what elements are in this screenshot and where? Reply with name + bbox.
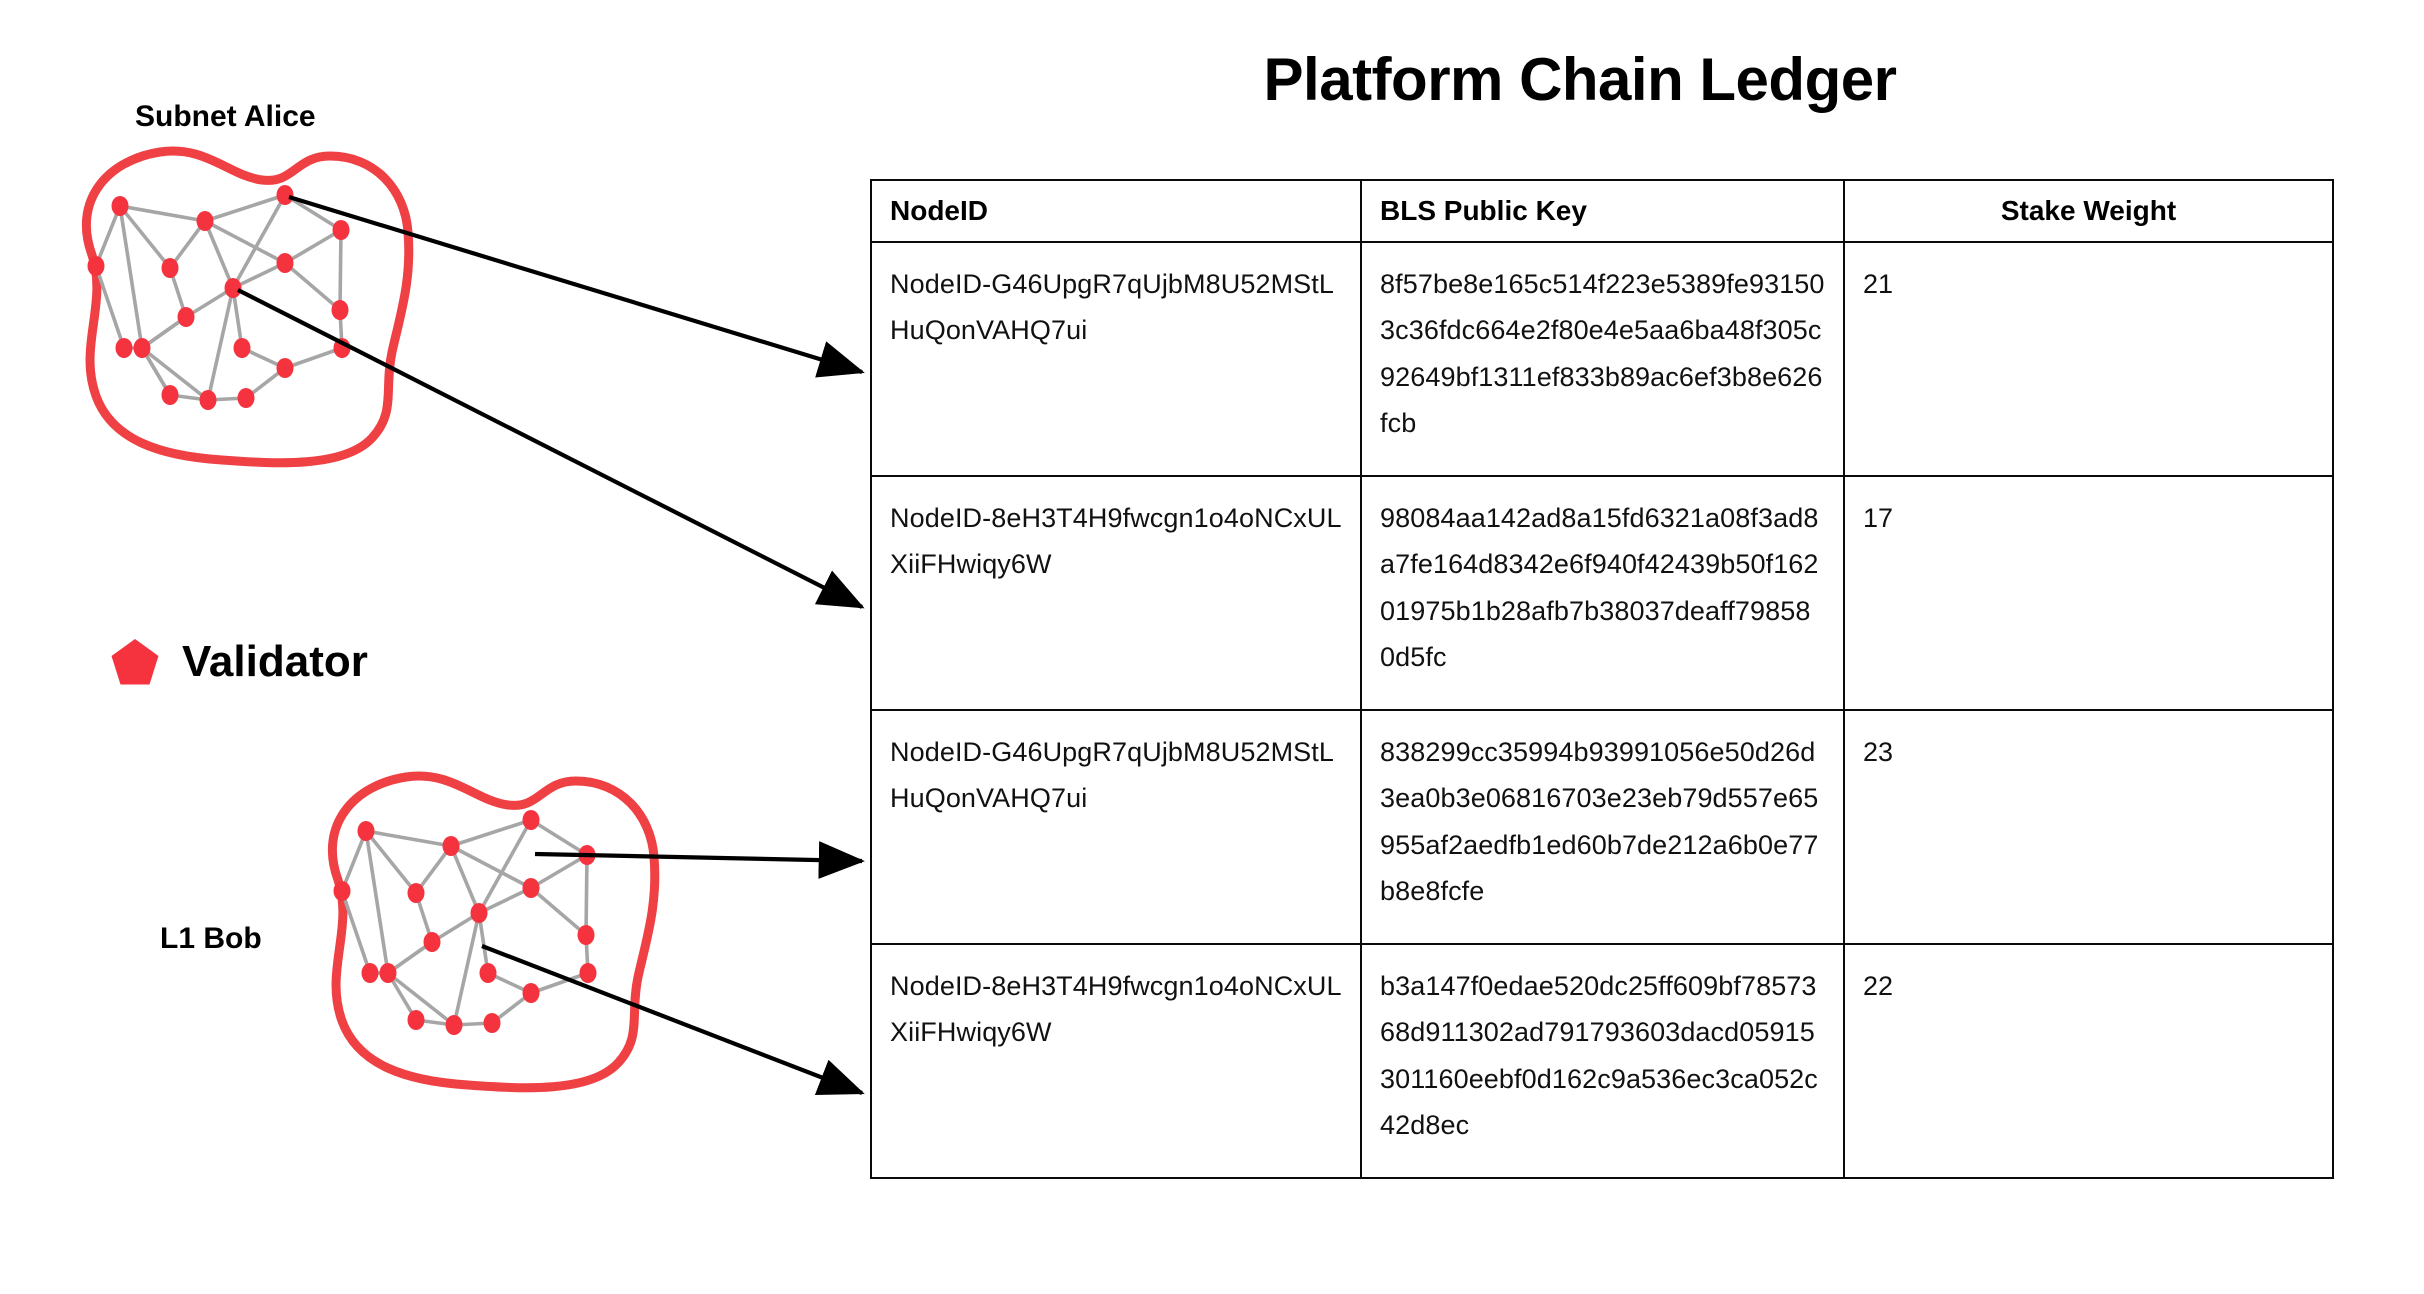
arrow-subnet-alice-to-row-1 [288,194,865,378]
table-row: NodeID-G46UpgR7qUjbM8U52MStLHuQonVAHQ7ui… [870,241,2334,477]
validator-node [233,338,251,358]
l1-bob-nodes [333,810,597,1035]
ledger-arrows [237,194,865,1096]
validator-node [276,358,294,378]
l1-bob-outline [328,771,660,1093]
validator-node [237,388,255,408]
validator-node [577,925,595,945]
validator-node [111,196,129,216]
subnet-alice-outline [82,146,414,468]
validator-node [423,932,441,952]
column-header-bls-public-key: BLS Public Key [1360,179,1845,243]
arrow-subnet-alice-to-row-2 [237,288,865,609]
l1-bob-edges [340,818,590,1027]
arrow-l1-bob-to-row-3 [534,841,865,879]
validator-node [442,836,460,856]
validator-node [407,883,425,903]
arrow-l1-bob-to-row-4 [481,944,865,1096]
l1-bob-label: L1 Bob [160,922,262,955]
cell-nodeid: NodeID-8eH3T4H9fwcgn1o4oNCxULXiiFHwiqy6W [870,475,1362,711]
validator-legend: Validator [110,637,368,687]
subnet-alice-edges [94,193,344,402]
validator-node [276,253,294,273]
column-header-stake-weight: Stake Weight [1843,179,2334,243]
validator-node [479,963,497,983]
platform-chain-ledger-table: NodeID BLS Public Key Stake Weight NodeI… [870,179,2334,1179]
page-title: Platform Chain Ledger [1263,46,1897,113]
cell-bls-public-key: 98084aa142ad8a15fd6321a08f3ad8a7fe164d83… [1360,475,1845,711]
validator-node [379,963,397,983]
cell-stake-weight: 17 [1843,475,2334,711]
cell-stake-weight: 21 [1843,241,2334,477]
validator-node [522,878,540,898]
validator-node [331,300,349,320]
subnet-alice-label: Subnet Alice [135,100,316,133]
validator-node [579,963,597,983]
validator-legend-label: Validator [182,637,368,686]
validator-node [115,338,133,358]
validator-node [133,338,151,358]
validator-node [199,390,217,410]
validator-node [161,385,179,405]
validator-node [357,821,375,841]
validator-node [407,1010,425,1030]
validator-node [522,810,540,830]
validator-node [445,1015,463,1035]
l1-bob-group [328,771,660,1093]
cell-bls-public-key: b3a147f0edae520dc25ff609bf7857368d911302… [1360,943,1845,1179]
cell-nodeid: NodeID-8eH3T4H9fwcgn1o4oNCxULXiiFHwiqy6W [870,943,1362,1179]
pentagon-icon [111,639,159,685]
subnet-alice-nodes [87,185,351,410]
table-header-row: NodeID BLS Public Key Stake Weight [870,179,2334,243]
validator-node [87,256,105,276]
validator-node [522,983,540,1003]
validator-node [196,211,214,231]
cell-nodeid: NodeID-G46UpgR7qUjbM8U52MStLHuQonVAHQ7ui [870,241,1362,477]
validator-node [483,1013,501,1033]
validator-node [161,258,179,278]
table-row: NodeID-8eH3T4H9fwcgn1o4oNCxULXiiFHwiqy6W… [870,475,2334,711]
validator-node [224,278,242,298]
cell-nodeid: NodeID-G46UpgR7qUjbM8U52MStLHuQonVAHQ7ui [870,709,1362,945]
validator-node [333,881,351,901]
table-row: NodeID-8eH3T4H9fwcgn1o4oNCxULXiiFHwiqy6W… [870,943,2334,1179]
validator-node [361,963,379,983]
validator-node [470,903,488,923]
validator-node [332,220,350,240]
cell-stake-weight: 23 [1843,709,2334,945]
cell-bls-public-key: 8f57be8e165c514f223e5389fe931503c36fdc66… [1360,241,1845,477]
cell-stake-weight: 22 [1843,943,2334,1179]
table-row: NodeID-G46UpgR7qUjbM8U52MStLHuQonVAHQ7ui… [870,709,2334,945]
validator-node [177,307,195,327]
subnet-alice-group [82,146,414,468]
column-header-nodeid: NodeID [870,179,1362,243]
validator-node [276,185,294,205]
cell-bls-public-key: 838299cc35994b93991056e50d26d3ea0b3e0681… [1360,709,1845,945]
